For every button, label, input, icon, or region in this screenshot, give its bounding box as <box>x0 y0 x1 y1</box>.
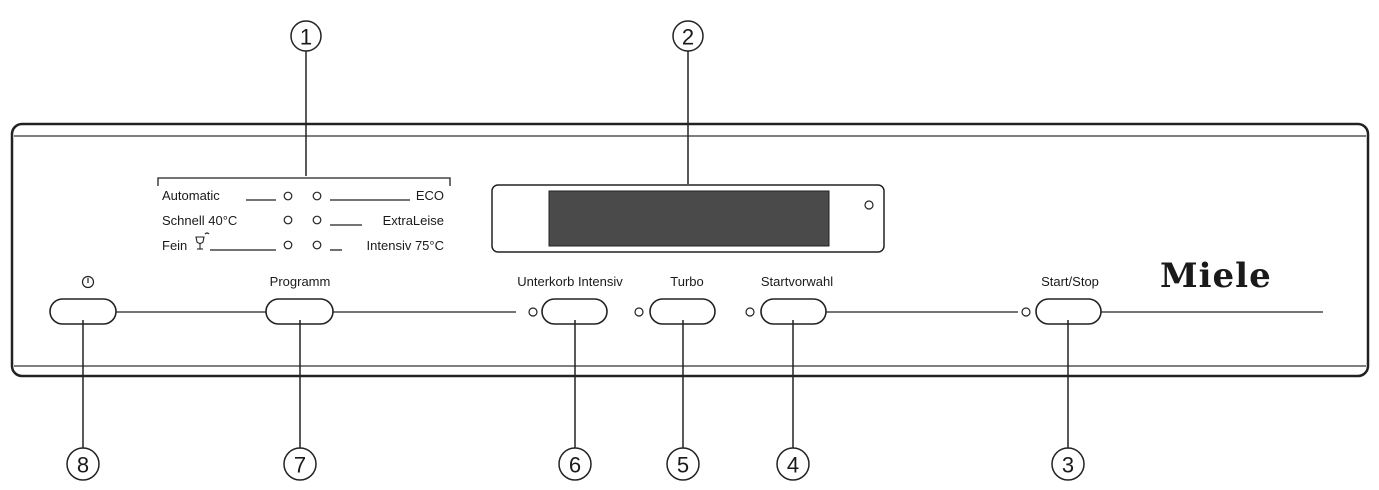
brand-logo: Miele <box>1160 256 1272 296</box>
turbo-label: Turbo <box>670 274 703 289</box>
program-fein-label: Fein <box>162 238 187 253</box>
led-schnell <box>283 215 293 225</box>
svg-text:1: 1 <box>300 25 312 50</box>
callout-2: 2 <box>672 20 704 184</box>
callout-4: 4 <box>776 320 810 481</box>
svg-text:5: 5 <box>677 453 689 478</box>
led-automatic <box>283 191 293 201</box>
svg-text:8: 8 <box>77 453 89 478</box>
startvorwahl-control: Startvorwahl <box>745 274 833 325</box>
programm-label: Programm <box>270 274 331 289</box>
led-unterkorb <box>528 307 538 317</box>
led-eco <box>312 191 322 201</box>
turbo-control: Turbo <box>634 274 716 325</box>
display-led <box>864 200 874 210</box>
led-extraleise <box>312 215 322 225</box>
program-automatic-label: Automatic <box>162 188 220 203</box>
svg-text:7: 7 <box>294 453 306 478</box>
startvorwahl-label: Startvorwahl <box>761 274 833 289</box>
power-icon <box>81 275 95 289</box>
startstop-control: Start/Stop <box>1021 274 1102 325</box>
display-screen <box>548 190 830 247</box>
callout-3: 3 <box>1051 320 1085 481</box>
callout-6: 6 <box>558 320 592 481</box>
svg-text:3: 3 <box>1062 453 1074 478</box>
callout-7: 7 <box>283 320 317 481</box>
program-list: Automatic Schnell 40°C Fein ECO ExtraLei… <box>162 188 444 253</box>
power-control <box>49 275 117 325</box>
svg-text:6: 6 <box>569 453 581 478</box>
programm-control: Programm <box>265 274 334 325</box>
wine-glass-icon <box>195 232 210 250</box>
startstop-label: Start/Stop <box>1041 274 1099 289</box>
program-extraleise-label: ExtraLeise <box>383 213 444 228</box>
unterkorb-label: Unterkorb Intensiv <box>517 274 623 289</box>
program-schnell-label: Schnell 40°C <box>162 213 237 228</box>
led-turbo <box>634 307 644 317</box>
unterkorb-control: Unterkorb Intensiv <box>517 274 623 325</box>
led-startvorwahl <box>745 307 755 317</box>
program-intensiv-label: Intensiv 75°C <box>367 238 444 253</box>
display-unit <box>491 184 885 253</box>
control-panel <box>10 122 1370 378</box>
callout-5: 5 <box>666 320 700 481</box>
svg-text:4: 4 <box>787 453 799 478</box>
svg-text:2: 2 <box>682 25 694 50</box>
callout-8: 8 <box>66 320 100 481</box>
led-startstop <box>1021 307 1031 317</box>
callout-1: 1 <box>290 20 322 176</box>
program-eco-label: ECO <box>416 188 444 203</box>
led-intensiv <box>312 240 322 250</box>
program-list-bracket <box>157 177 451 186</box>
led-fein <box>283 240 293 250</box>
